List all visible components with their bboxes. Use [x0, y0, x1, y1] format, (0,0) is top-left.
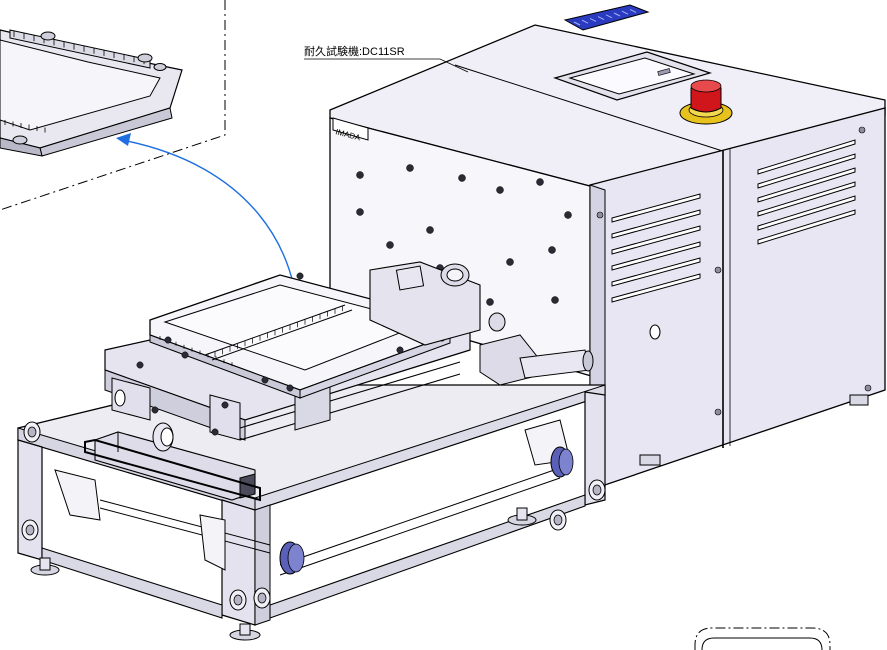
detail-inset: [0, 0, 226, 211]
test-machine-cabinet: IMADA: [329, 4, 886, 491]
vent-slot: [611, 193, 701, 223]
vent-slot: [757, 195, 856, 231]
vent-slot: [757, 139, 856, 175]
caster-wheel-icon: [279, 446, 574, 575]
vent-slot: [757, 181, 856, 217]
nameplate-pattern: [573, 8, 637, 26]
adjuster-foot-icon: [30, 507, 537, 641]
inset-fixture-plate: [0, 29, 183, 157]
inset-dash-border: [0, 0, 226, 211]
vent-slot: [611, 257, 701, 287]
inset-bottom-ticks: [4, 120, 46, 133]
vent-slot: [611, 209, 701, 239]
extrusion-end-caps: [21, 421, 606, 611]
callout-label: 耐久試験機:DC11SR: [304, 44, 405, 58]
vent-slots-left-panel: [611, 193, 701, 303]
test-fixture-assembly: [84, 261, 594, 502]
touch-display: [553, 51, 713, 101]
vent-slot: [757, 209, 856, 245]
fixture-bolts: [136, 272, 446, 436]
model-callout: 耐久試験機:DC11SR: [304, 44, 469, 73]
emergency-stop-icon[interactable]: [679, 79, 733, 125]
detail-reference-frame: [694, 627, 831, 650]
vent-slot: [611, 241, 701, 271]
vent-slots-right-panel: [757, 139, 856, 245]
front-panel-bolts: [356, 164, 572, 306]
cable-port: [649, 324, 661, 340]
vent-slot: [611, 273, 701, 303]
vent-slot: [611, 225, 701, 255]
vent-slot: [757, 167, 856, 203]
top-nameplate: [563, 4, 650, 31]
vent-slot: [757, 153, 856, 189]
